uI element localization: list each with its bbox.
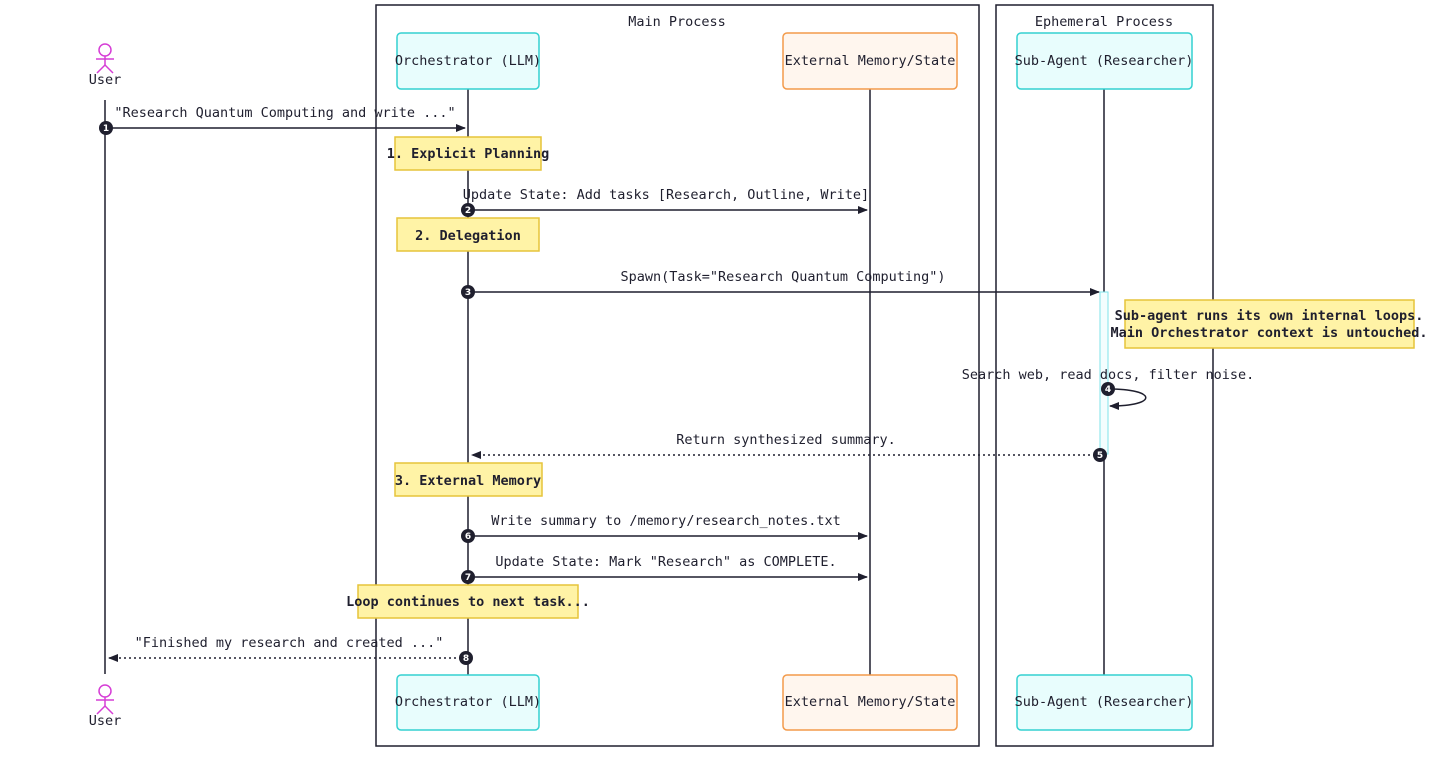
message-4-self-loop: [1107, 388, 1147, 410]
message-8-label: "Finished my research and created ...": [135, 635, 444, 651]
message-3-label: Spawn(Task="Research Quantum Computing"): [620, 269, 945, 285]
memory-label-bottom: External Memory/State: [785, 694, 956, 710]
note-loop: [357, 584, 579, 619]
orchestrator-box-bottom: [396, 674, 540, 731]
step-4-number: 4: [1105, 385, 1111, 395]
note-planning: [394, 136, 542, 171]
user-actor-bottom: User: [89, 684, 122, 729]
step-8-number: 8: [463, 654, 469, 664]
ephemeral-process-group: [995, 4, 1214, 747]
orchestrator-label-top: Orchestrator (LLM): [395, 53, 541, 69]
step-2-number: 2: [465, 206, 471, 216]
step-1-badge: [99, 121, 113, 135]
main-process-group: [375, 4, 980, 747]
main-process-title: Main Process: [628, 14, 726, 30]
message-4-label: Search web, read docs, filter noise.: [962, 367, 1255, 383]
step-5-badge: [1093, 448, 1107, 462]
note-delegation-text: 2. Delegation: [415, 228, 521, 244]
note-external-memory-text: 3. External Memory: [395, 473, 541, 489]
note-planning-text: 1. Explicit Planning: [387, 146, 550, 162]
orchestrator-box-top: [396, 32, 540, 90]
step-1-number: 1: [103, 124, 109, 134]
note-subagent-line1: Sub-agent runs its own internal loops.: [1115, 308, 1424, 324]
step-8-badge: [459, 651, 473, 665]
person-icon: [96, 43, 114, 74]
ephemeral-process-title: Ephemeral Process: [1035, 14, 1173, 30]
user-label-bottom: User: [89, 713, 122, 729]
note-loop-text: Loop continues to next task...: [346, 594, 590, 610]
step-5-number: 5: [1097, 451, 1103, 461]
step-2-badge: [461, 203, 475, 217]
step-6-number: 6: [465, 532, 471, 542]
step-3-number: 3: [465, 288, 471, 298]
memory-label-top: External Memory/State: [785, 53, 956, 69]
message-2-label: Update State: Add tasks [Research, Outli…: [463, 187, 869, 203]
note-subagent-line2: Main Orchestrator context is untouched.: [1111, 325, 1428, 341]
step-7-badge: [461, 570, 475, 584]
note-delegation: [396, 217, 540, 252]
note-subagent: [1124, 299, 1415, 349]
orchestrator-label-bottom: Orchestrator (LLM): [395, 694, 541, 710]
user-actor-top: User: [89, 43, 122, 88]
message-6-label: Write summary to /memory/research_notes.…: [491, 513, 841, 529]
subagent-label-bottom: Sub-Agent (Researcher): [1015, 694, 1194, 710]
subagent-box-bottom: [1016, 674, 1193, 731]
subagent-box-top: [1016, 32, 1193, 90]
message-7-label: Update State: Mark "Research" as COMPLET…: [495, 554, 836, 570]
memory-box-bottom: [782, 674, 958, 731]
step-6-badge: [461, 529, 475, 543]
step-4-badge: [1101, 382, 1115, 396]
person-icon: [96, 684, 114, 715]
step-7-number: 7: [465, 573, 471, 583]
subagent-label-top: Sub-Agent (Researcher): [1015, 53, 1194, 69]
step-3-badge: [461, 285, 475, 299]
message-5-label: Return synthesized summary.: [676, 432, 895, 448]
note-external-memory: [394, 462, 543, 497]
memory-box-top: [782, 32, 958, 90]
message-1-label: "Research Quantum Computing and write ..…: [114, 105, 455, 121]
user-label-top: User: [89, 72, 122, 88]
